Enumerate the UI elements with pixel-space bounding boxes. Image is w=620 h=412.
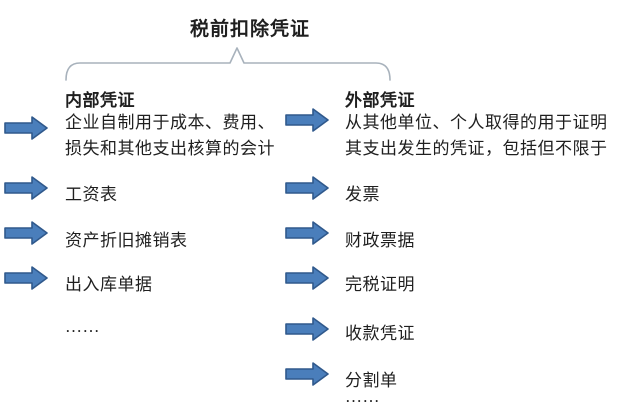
curly-brace [65, 47, 391, 81]
right-column-heading: 外部凭证 [345, 91, 415, 110]
right-column-description: 从其他单位、个人取得的用于证明 其支出发生的凭证，包括但不限于 [345, 110, 608, 162]
right-item-label: 收款凭证 [345, 324, 415, 343]
left-item-label: 工资表 [65, 185, 118, 204]
arrow-right-icon [285, 176, 329, 200]
arrow-right-icon [285, 362, 329, 386]
right-item-label: 分割单 [345, 371, 398, 390]
arrow-right-icon [285, 317, 329, 341]
arrow-right-icon [4, 116, 48, 140]
right-item-label: 财政票据 [345, 231, 415, 250]
left-description-line: 企业自制用于成本、费用、 [65, 113, 275, 132]
left-item-ellipsis: …… [65, 317, 100, 336]
arrow-right-icon [4, 266, 48, 290]
right-item-ellipsis: …… [345, 387, 380, 406]
left-item-label: 资产折旧摊销表 [65, 231, 188, 250]
arrow-right-icon [285, 221, 329, 245]
arrow-right-icon [4, 176, 48, 200]
left-item-label: 出入库单据 [65, 275, 153, 294]
right-item-label: 完税证明 [345, 275, 415, 294]
arrow-right-icon [285, 108, 329, 132]
arrow-right-icon [4, 221, 48, 245]
diagram-title: 税前扣除凭证 [189, 19, 310, 40]
arrow-right-icon [285, 266, 329, 290]
left-column-description: 企业自制用于成本、费用、 损失和其他支出核算的会计 [65, 110, 275, 162]
left-description-line: 损失和其他支出核算的会计 [65, 139, 275, 158]
right-description-line: 从其他单位、个人取得的用于证明 [345, 113, 608, 132]
right-description-line: 其支出发生的凭证，包括但不限于 [345, 139, 608, 158]
left-column-heading: 内部凭证 [65, 91, 135, 110]
right-item-label: 发票 [345, 185, 380, 204]
